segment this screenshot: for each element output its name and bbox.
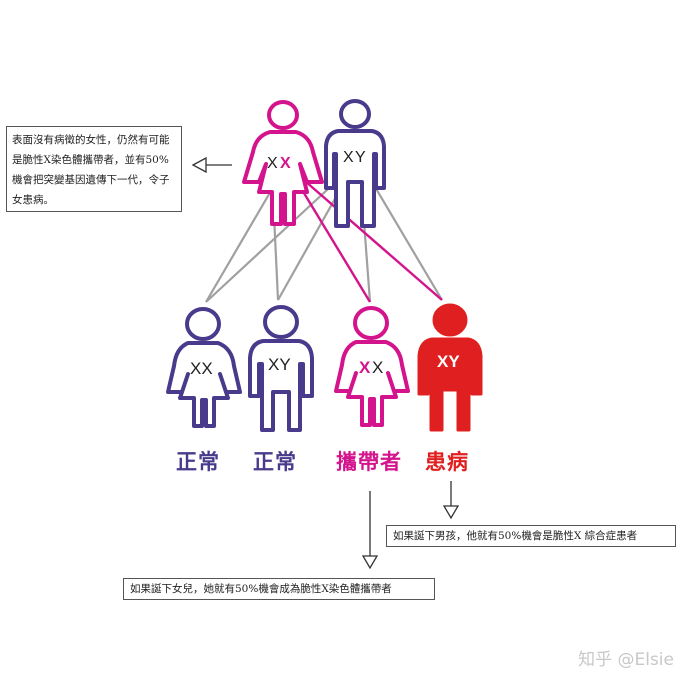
mother-body [242,130,324,226]
child3-figure [334,306,410,427]
child1-body [166,341,242,428]
daughter-note-arrow-head [361,555,379,570]
mother-head [267,100,299,130]
child4-figure [417,303,483,432]
mother-chrom-b: X [280,155,291,172]
child1-status: 正常 [176,450,220,474]
child3-body [334,340,410,427]
mother-to-child4-line [289,167,443,301]
mother-figure [242,100,324,226]
child2-head [263,305,299,339]
child2-status: 正常 [253,450,297,474]
father-chrom-b: Y [355,149,366,166]
child4-body [417,337,483,432]
child4-chrom: XY [437,352,460,371]
pointer-arrows [191,156,460,570]
mother-chrom-a: X [267,155,278,172]
mother-carrier-note: 表面沒有病徵的女性，仍然有可能是脆性X染色體攜帶者，並有50%機會把突變基因遺傳… [6,126,182,212]
son-note-arrow-head [442,505,460,520]
mother-note-arrow-head [191,156,207,174]
watermark: 知乎 @Elsie [578,650,674,670]
child4-status: 患病 [425,450,469,474]
child3-chrom-b: X [372,358,383,377]
child2-body [248,339,314,432]
child2-figure [248,305,314,432]
mother-links [205,167,443,303]
son-outcome-note: 如果誕下男孩，他就有50%機會是脆性X 綜合症患者 [386,525,676,547]
child3-chrom-a: X [359,358,371,377]
child2-chrom: XY [268,355,291,374]
daughter-outcome-note: 如果誕下女兒，她就有50%機會成為脆性X染色體攜帶者 [123,578,435,600]
child3-head [353,306,389,340]
child1-head [185,307,221,341]
child1-chrom: XX [190,359,213,378]
father-head [339,99,371,129]
father-body [324,129,386,228]
child4-head [432,303,468,337]
child3-status: 攜帶者 [336,450,402,474]
father-chrom-a: X [343,149,354,166]
father-figure [324,99,386,228]
child1-figure [166,307,242,428]
